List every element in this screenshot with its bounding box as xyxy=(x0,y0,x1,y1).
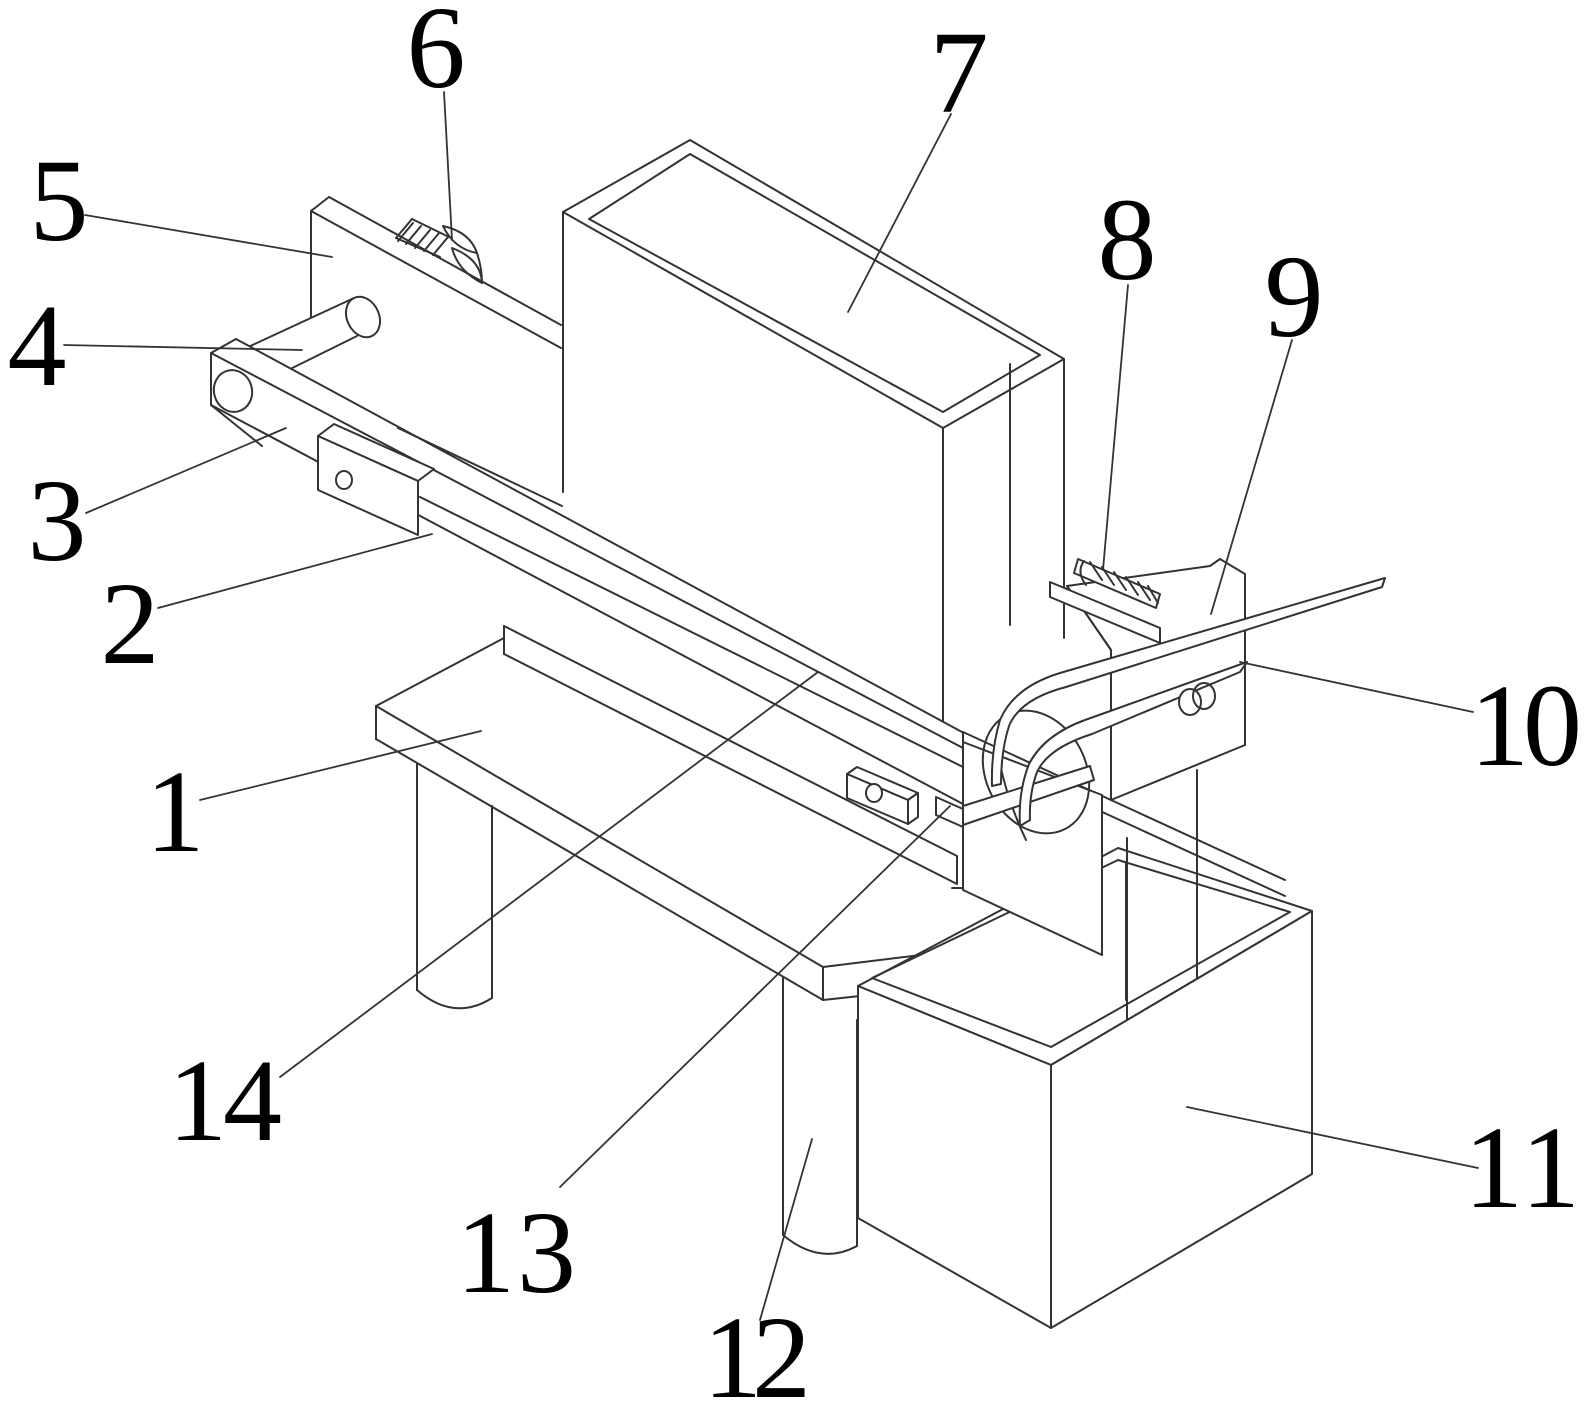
svg-text:8: 8 xyxy=(1098,174,1157,305)
svg-text:14: 14 xyxy=(168,1035,282,1166)
svg-text:5: 5 xyxy=(30,135,89,266)
svg-text:12: 12 xyxy=(703,1292,811,1405)
svg-text:7: 7 xyxy=(930,7,989,138)
svg-text:1: 1 xyxy=(146,746,205,877)
svg-text:11: 11 xyxy=(1464,1102,1580,1233)
svg-text:6: 6 xyxy=(407,0,466,113)
svg-text:3: 3 xyxy=(28,455,87,586)
svg-text:4: 4 xyxy=(8,280,67,411)
svg-text:9: 9 xyxy=(1265,231,1324,362)
svg-text:10: 10 xyxy=(1470,660,1582,791)
svg-text:2: 2 xyxy=(101,558,160,689)
